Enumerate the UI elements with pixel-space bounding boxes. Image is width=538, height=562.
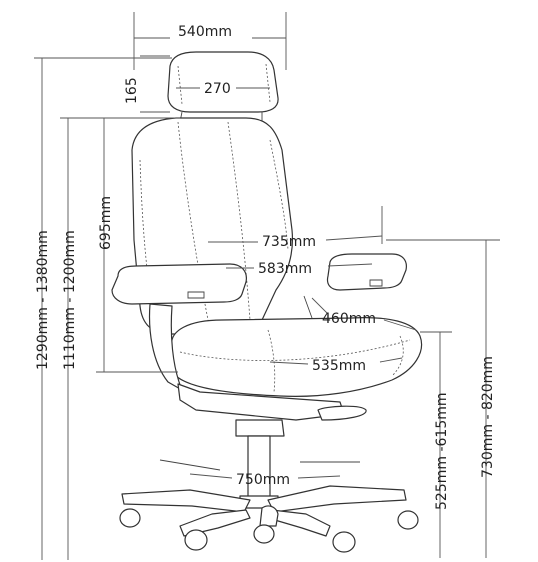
headrest	[167, 51, 279, 123]
office-chair-drawing	[111, 51, 423, 553]
label-arm-span: 735mm	[262, 234, 316, 250]
label-headrest-width: 270	[204, 81, 231, 97]
dimension-lines	[34, 12, 500, 560]
tilt-mechanism	[177, 383, 367, 437]
label-overall-height: 1290mm - 1380mm	[35, 230, 51, 370]
label-back-height: 695mm	[98, 196, 114, 250]
left-armrest	[111, 263, 247, 391]
label-arm-height: 730mm - 820mm	[480, 356, 496, 478]
label-inner-arm: 583mm	[258, 261, 312, 277]
right-armrest	[303, 253, 407, 319]
five-star-base	[121, 459, 407, 537]
label-base-diameter: 750mm	[236, 472, 290, 488]
label-seat-depth: 460mm	[322, 311, 376, 327]
label-total-width: 540mm	[178, 24, 232, 40]
seat-cushion	[169, 317, 423, 397]
label-seat-height: 525mm -615mm	[434, 393, 450, 511]
casters	[119, 508, 419, 553]
label-headrest-height: 165	[124, 77, 140, 104]
label-shoulder-height: 1110mm - 1200mm	[62, 230, 78, 370]
dimension-labels: 540mm 165 270 695mm 1290mm - 1380mm 1110…	[35, 24, 496, 510]
label-seat-width: 535mm	[312, 358, 366, 374]
